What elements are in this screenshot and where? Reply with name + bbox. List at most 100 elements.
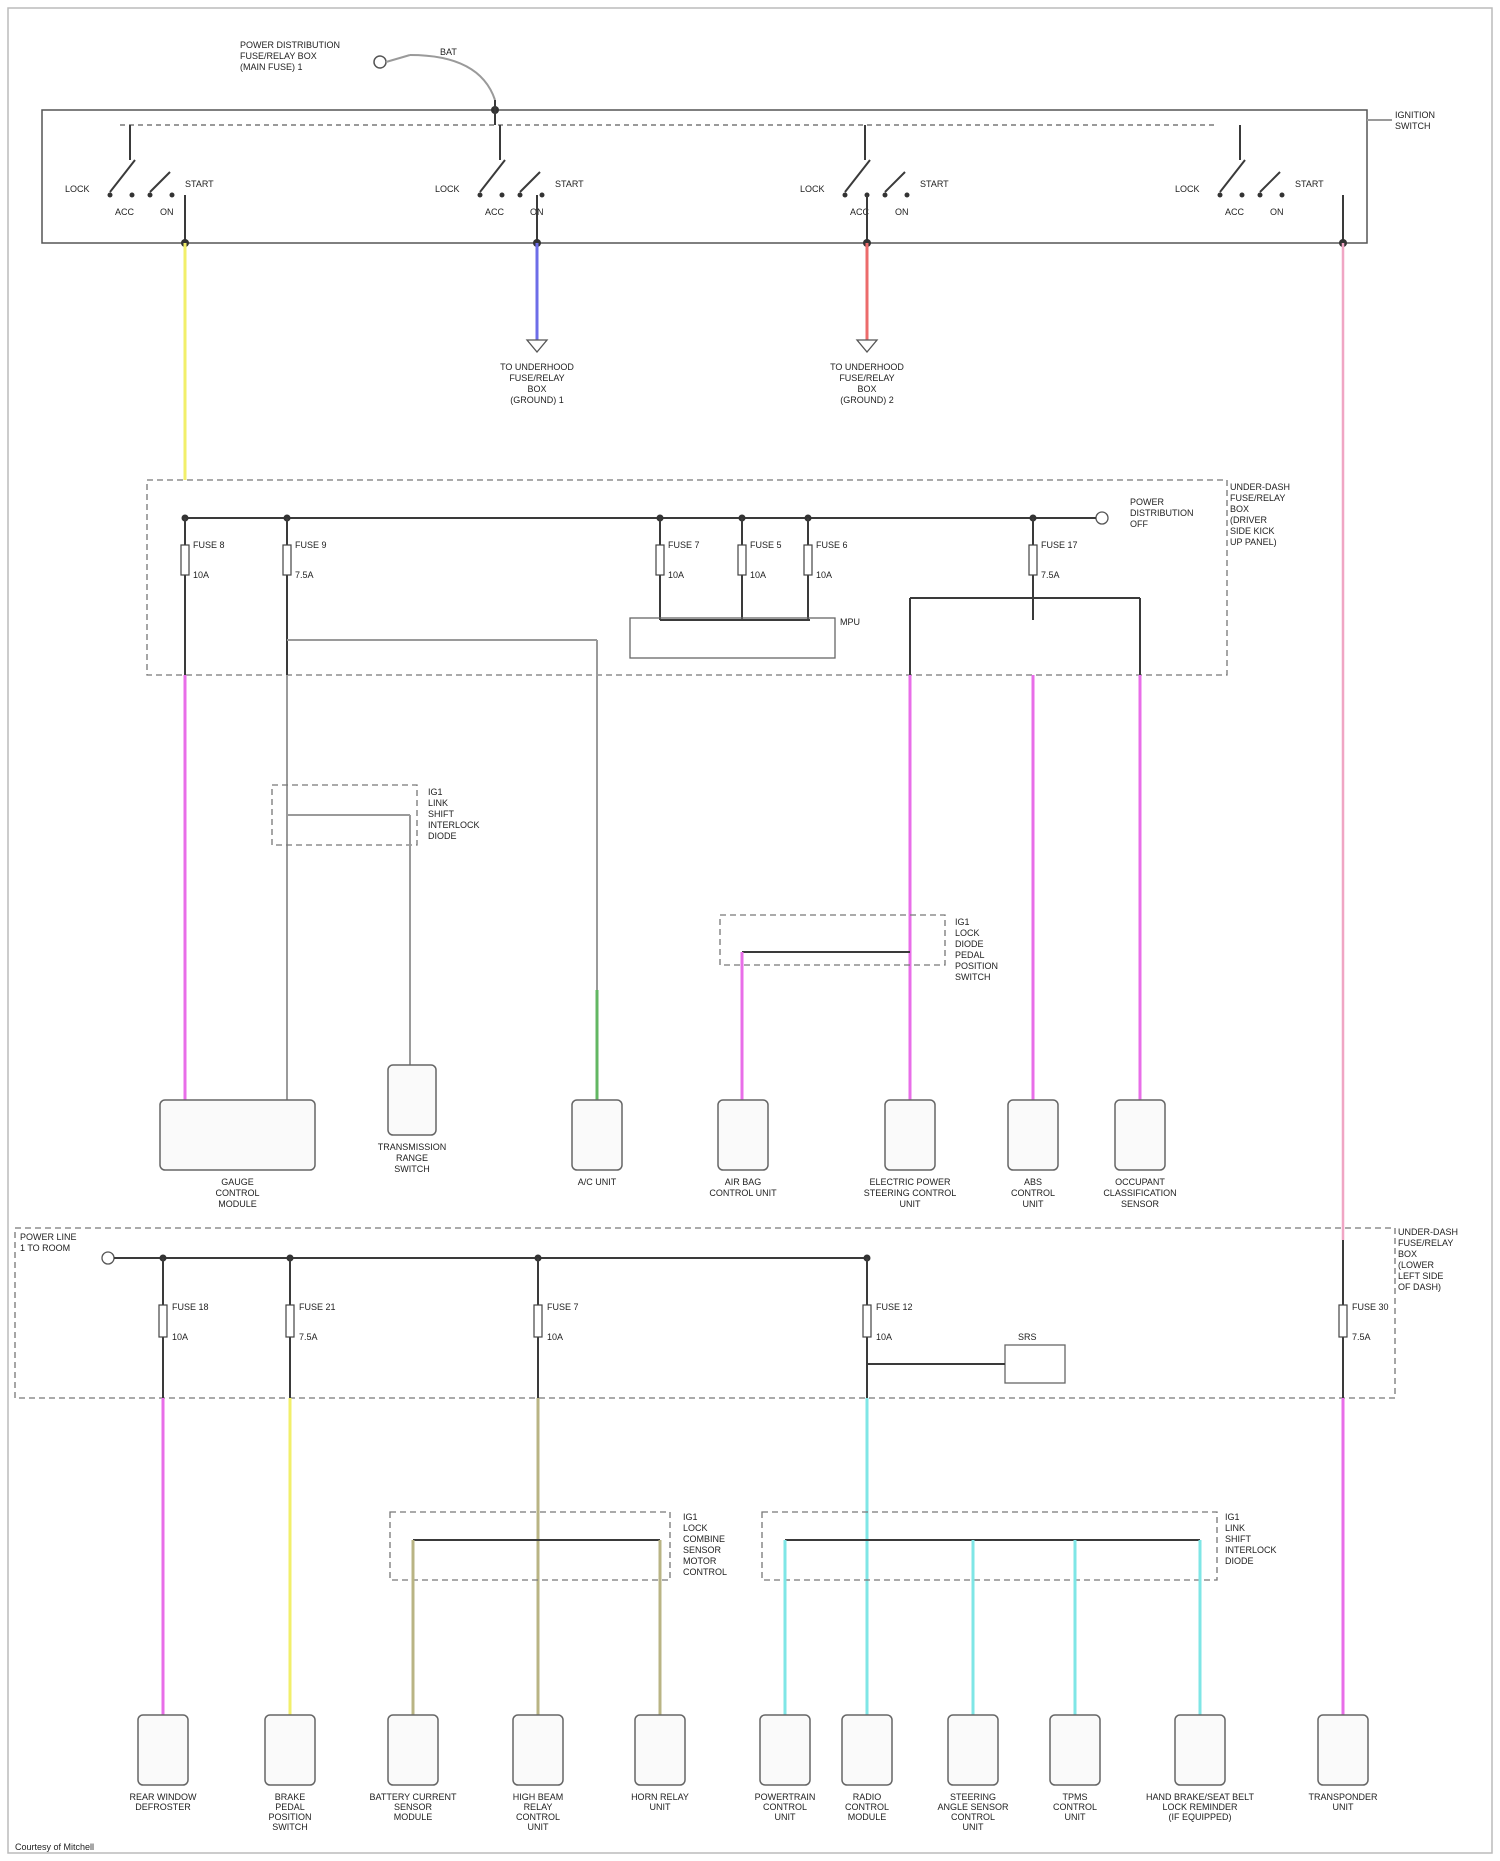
fuse-amp: 10A: [193, 570, 209, 580]
connector-icon: [635, 1715, 685, 1785]
fuse-amp: 10A: [547, 1332, 563, 1342]
footer-credit: Courtesy of Mitchell: [15, 1842, 94, 1852]
component-label: BATTERY CURRENTSENSORMODULE: [369, 1792, 457, 1822]
fuse-name: FUSE 12: [876, 1302, 913, 1312]
fuse-2: FUSE 9 7.5A: [283, 515, 327, 676]
srs-relay: [1005, 1345, 1065, 1383]
connector-icon: [265, 1715, 315, 1785]
switch-contact-label: START: [555, 179, 584, 189]
fuse-icon: [738, 545, 746, 575]
upper-fuse-box: UNDER-DASHFUSE/RELAYBOX(DRIVERSIDE KICKU…: [147, 480, 1290, 675]
fuse-name: FUSE 7: [547, 1302, 579, 1312]
fuse-icon: [804, 545, 812, 575]
junction-lock-diode: IG1LOCKDIODEPEDALPOSITIONSWITCH: [720, 915, 998, 1100]
component: ELECTRIC POWERSTEERING CONTROLUNIT: [864, 1100, 957, 1209]
fuse-amp: 7.5A: [295, 570, 314, 580]
fuse-amp: 7.5A: [1352, 1332, 1371, 1342]
switch-contact-label: LOCK: [1175, 184, 1200, 194]
switch-contact-label: LOCK: [435, 184, 460, 194]
switch-contact-label: START: [920, 179, 949, 189]
component-label: ABSCONTROLUNIT: [1011, 1177, 1055, 1209]
switch-contact-label: ACC: [115, 207, 135, 217]
component: A/C UNIT: [572, 1100, 622, 1187]
page-frame: [8, 8, 1492, 1853]
source-connector-icon: [374, 56, 386, 68]
fuse-icon: [863, 1305, 871, 1337]
fuse-amp: 7.5A: [299, 1332, 318, 1342]
switch-contact-label: ACC: [1225, 207, 1245, 217]
switch-contact-label: ON: [160, 207, 174, 217]
fuse-icon: [159, 1305, 167, 1337]
component-label: GAUGECONTROLMODULE: [215, 1177, 259, 1209]
connector-icon: [760, 1715, 810, 1785]
connector-icon: [138, 1715, 188, 1785]
fuse-amp: 10A: [750, 570, 766, 580]
fuse-6: FUSE 177.5A: [1029, 515, 1078, 621]
switch-contact-label: ACC: [485, 207, 505, 217]
fuse-lower-3: FUSE 7 10A: [534, 1255, 579, 1399]
connector-icon: [160, 1100, 315, 1170]
fuse-1: FUSE 810A: [181, 515, 225, 676]
fuse-name: FUSE 18: [172, 1302, 209, 1312]
power-connector-icon: [1096, 512, 1108, 524]
connector-icon: [1318, 1715, 1368, 1785]
lower-fuse-box-outline: [15, 1228, 1395, 1398]
fuse-amp: 10A: [816, 570, 832, 580]
fuse-icon: [534, 1305, 542, 1337]
fuse-icon: [286, 1305, 294, 1337]
fuse-name: FUSE 9: [295, 540, 327, 550]
connector-icon: [1008, 1100, 1058, 1170]
fuse-lower-2: FUSE 217.5A: [286, 1255, 336, 1399]
junction-2-text: IG1LOCKDIODEPEDALPOSITIONSWITCH: [955, 917, 998, 982]
switch-contact-label: ON: [1270, 207, 1284, 217]
connector-icon: [948, 1715, 998, 1785]
component: AIR BAGCONTROL UNIT: [709, 1100, 777, 1198]
fuse-3: FUSE 710A: [656, 515, 700, 621]
fuse-icon: [656, 545, 664, 575]
component: OCCUPANTCLASSIFICATIONSENSOR: [1103, 1100, 1176, 1209]
connector-icon: [842, 1715, 892, 1785]
fuse-name: FUSE 5: [750, 540, 782, 550]
ground-arrow-icon: [527, 340, 547, 352]
connector-icon: [1050, 1715, 1100, 1785]
connector-icon: [572, 1100, 622, 1170]
switch-contact-label: LOCK: [65, 184, 90, 194]
switch-contact-label: ON: [895, 207, 909, 217]
power-connector-icon: [102, 1252, 114, 1264]
switch-contact-label: LOCK: [800, 184, 825, 194]
fuse-name: FUSE 17: [1041, 540, 1078, 550]
component-label: A/C UNIT: [578, 1177, 617, 1187]
